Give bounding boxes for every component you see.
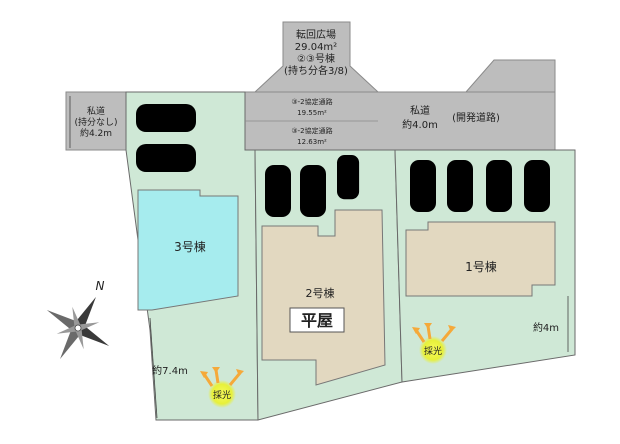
daylight-label-right: 採光: [424, 345, 442, 357]
turnaround-label-4: (持ち分各3/8): [284, 64, 348, 77]
turnaround-label-1: 転回広場: [296, 28, 336, 41]
compass-north-label: N: [96, 279, 105, 293]
car-right-2: [447, 160, 473, 212]
house-2-label: 2号棟: [306, 286, 335, 300]
agreement-road-1-label: ③-2協定通路: [291, 97, 332, 106]
daylight-marker-left: 採光: [200, 367, 244, 408]
car-right-1: [410, 160, 436, 212]
house-1-label: 1号棟: [465, 259, 497, 274]
car-left-2: [136, 144, 196, 172]
daylight-label-left: 採光: [213, 389, 231, 401]
private-road-left-label-2: (持分なし): [74, 116, 117, 128]
private-road-left-label-1: 私道: [87, 105, 105, 117]
car-right-3: [486, 160, 512, 212]
house-3: [137, 189, 239, 311]
private-road-right-label-1: 私道: [410, 104, 430, 117]
compass-rose: [46, 296, 110, 360]
private-road-left-label-3: 約4.2m: [80, 127, 112, 139]
car-mid-2: [300, 165, 326, 217]
house-3-label: 3号棟: [174, 239, 206, 254]
agreement-road-1-area: 19.55m²: [297, 109, 327, 117]
left-width-dim-line: [149, 317, 158, 419]
turnaround-label-2: 29.04m²: [295, 42, 337, 53]
private-road-right-label-3: (開発道路): [452, 111, 500, 124]
house-2: [261, 209, 386, 386]
right-width-label: 約4m: [533, 321, 559, 334]
private-road-right-label-2: 約4.0m: [402, 118, 438, 131]
car-right-4: [524, 160, 550, 212]
daylight-marker-right: 採光: [412, 323, 456, 364]
car-mid-3: [337, 155, 360, 200]
turnaround-label-3: ②③号棟: [297, 52, 335, 65]
agreement-road-2-area: 12.63m²: [297, 138, 327, 146]
private-road-left: [65, 91, 127, 151]
car-mid-1: [265, 165, 291, 217]
house-2-badge: 平屋: [301, 311, 333, 330]
left-width-label: 約7.4m: [152, 364, 188, 377]
house-2-badge-box: [289, 307, 345, 333]
agreement-road-2-label: ③-2協定通路: [291, 126, 332, 135]
house-1: [405, 221, 556, 297]
car-left-1: [136, 104, 196, 132]
